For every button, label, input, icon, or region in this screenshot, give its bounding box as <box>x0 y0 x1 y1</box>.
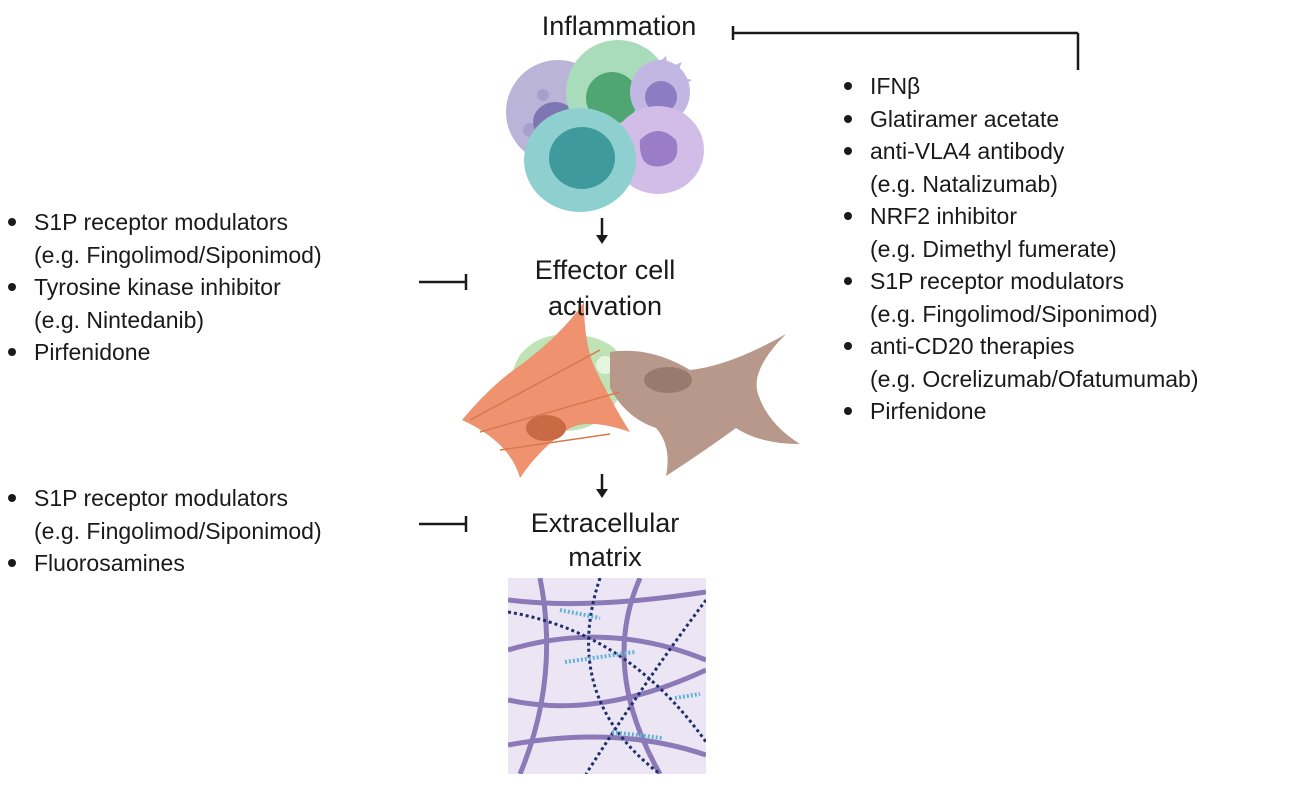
bullet-icon <box>844 277 852 285</box>
bullet-icon <box>8 559 16 567</box>
bullet-icon <box>844 114 852 123</box>
list-item: anti-VLA4 antibody(e.g. Natalizumab) <box>840 135 1199 200</box>
bullet-icon <box>844 82 852 90</box>
stage-extracellular-matrix: Extracellular matrix <box>500 506 710 574</box>
bullet-icon <box>8 494 16 502</box>
bullet-icon <box>8 348 16 356</box>
stage-inflammation: Inflammation <box>541 11 697 41</box>
immune-cell-cluster <box>506 40 704 212</box>
list-item: Pirfenidone <box>840 395 1199 428</box>
list-item: Tyrosine kinase inhibitor(e.g. Nintedani… <box>4 271 322 336</box>
list-item: Fluorosamines <box>4 547 322 580</box>
inhibition-connector-right <box>731 26 1080 70</box>
bullet-icon <box>8 283 16 291</box>
bullet-icon <box>844 342 852 350</box>
inhibition-connector-left-top <box>419 274 468 290</box>
list-item: anti-CD20 therapies(e.g. Ocrelizumab/Ofa… <box>840 330 1199 395</box>
arrow-to-effector <box>596 218 608 244</box>
list-item: Glatiramer acetate <box>840 103 1199 136</box>
extracellular-matrix-tile <box>508 578 706 774</box>
bullet-icon <box>844 407 852 415</box>
bullet-icon <box>8 218 16 226</box>
stage-ecm-line2: matrix <box>568 542 642 572</box>
bullet-icon <box>844 147 852 155</box>
list-item: IFNβ <box>840 70 1199 103</box>
stage-ecm-line1: Extracellular <box>530 508 680 538</box>
therapy-list-effector: S1P receptor modulators(e.g. Fingolimod/… <box>4 206 322 369</box>
fibroblast-cells <box>462 302 800 478</box>
list-item: S1P receptor modulators(e.g. Fingolimod/… <box>4 206 322 271</box>
arrow-to-ecm <box>596 474 608 498</box>
stage-effector-activation: Effector cell activation <box>500 252 710 324</box>
bullet-icon <box>844 212 852 220</box>
list-item: Pirfenidone <box>4 336 322 369</box>
list-item: S1P receptor modulators(e.g. Fingolimod/… <box>840 265 1199 330</box>
stage-effector-line2: activation <box>547 291 663 321</box>
therapy-list-ecm: S1P receptor modulators(e.g. Fingolimod/… <box>4 482 322 580</box>
list-item: NRF2 inhibitor(e.g. Dimethyl fumerate) <box>840 200 1199 265</box>
stage-effector-line1: Effector cell <box>534 255 676 285</box>
list-item: S1P receptor modulators(e.g. Fingolimod/… <box>4 482 322 547</box>
therapy-list-inflammation: IFNβ Glatiramer acetate anti-VLA4 antibo… <box>840 70 1199 428</box>
inhibition-connector-left-bottom <box>419 516 468 532</box>
